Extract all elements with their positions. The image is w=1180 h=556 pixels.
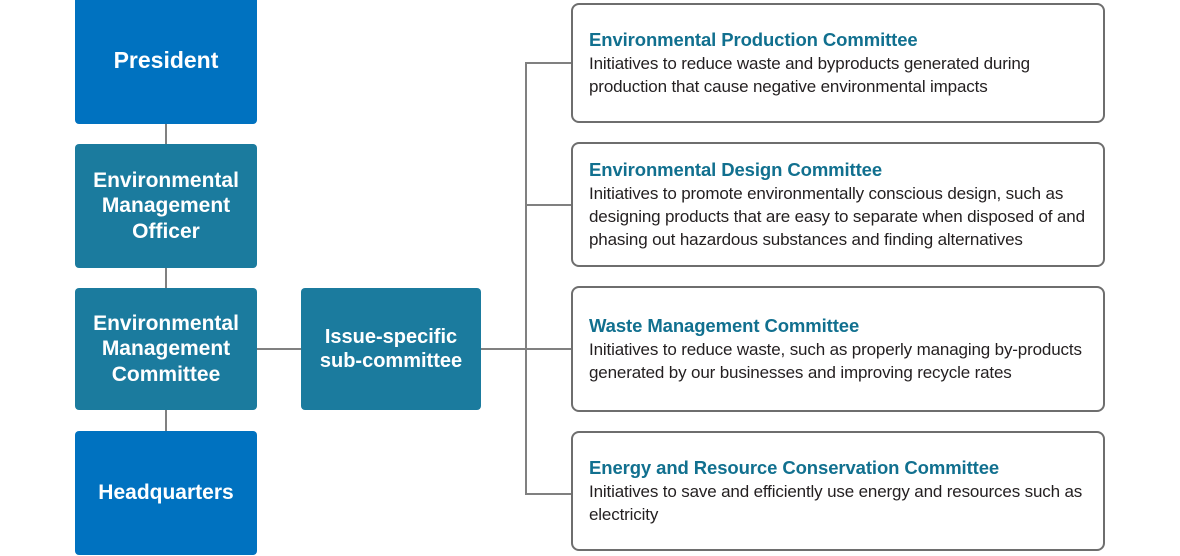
committee-card-title: Waste Management Committee	[589, 314, 860, 336]
org-box-subcommittee-label-line2: sub-committee	[319, 350, 463, 372]
connector-officer-to-committee	[165, 268, 167, 289]
connector-president-to-officer	[165, 124, 167, 145]
connector-branch-waste	[525, 348, 573, 350]
org-box-committee-label-line1: Environmental	[93, 311, 239, 335]
org-box-officer-label-line1: Environmental	[93, 168, 239, 192]
org-box-committee-label-line2: Management	[101, 337, 231, 361]
connector-committee-to-headquarters	[165, 410, 167, 432]
committee-card-waste-management[interactable]: Waste Management Committee Initiatives t…	[571, 286, 1105, 412]
committee-card-environmental-production[interactable]: Environmental Production Committee Initi…	[571, 3, 1105, 123]
org-box-officer-label-line3: Officer	[132, 219, 200, 243]
committee-card-description: Initiatives to save and efficiently use …	[589, 482, 1083, 524]
connector-branch-design	[525, 204, 573, 206]
connector-trunk-vertical	[525, 62, 527, 495]
org-box-president-label: President	[113, 46, 219, 73]
org-box-headquarters-label: Headquarters	[98, 481, 234, 505]
committee-card-title: Environmental Production Committee	[589, 28, 918, 50]
org-box-subcommittee-label-line1: Issue-specific	[324, 325, 458, 348]
connector-branch-production	[525, 62, 573, 64]
org-box-headquarters[interactable]: Headquarters	[75, 431, 257, 555]
connector-committee-to-subcommittee	[257, 348, 302, 350]
org-box-environmental-management-officer[interactable]: Environmental Management Officer	[75, 144, 257, 268]
org-box-environmental-management-committee[interactable]: Environmental Management Committee	[75, 288, 257, 410]
committee-card-description: Initiatives to reduce waste and byproduc…	[589, 54, 1030, 96]
connector-branch-energy	[525, 493, 573, 495]
committee-card-description: Initiatives to reduce waste, such as pro…	[589, 340, 1082, 382]
org-box-issue-specific-subcommittee[interactable]: Issue-specific sub-committee	[301, 288, 481, 410]
committee-card-title: Environmental Design Committee	[589, 158, 883, 180]
org-box-president[interactable]: President	[75, 0, 257, 124]
committee-card-environmental-design[interactable]: Environmental Design Committee Initiativ…	[571, 142, 1105, 267]
org-box-officer-label-line2: Management	[101, 194, 231, 218]
committee-card-title: Energy and Resource Conservation Committ…	[589, 456, 1000, 478]
connector-subcommittee-to-trunk	[481, 348, 527, 350]
committee-card-energy-and-resource-conservation[interactable]: Energy and Resource Conservation Committ…	[571, 431, 1105, 551]
org-box-committee-label-line3: Committee	[111, 362, 221, 386]
committee-card-description: Initiatives to promote environmentally c…	[589, 184, 1085, 249]
